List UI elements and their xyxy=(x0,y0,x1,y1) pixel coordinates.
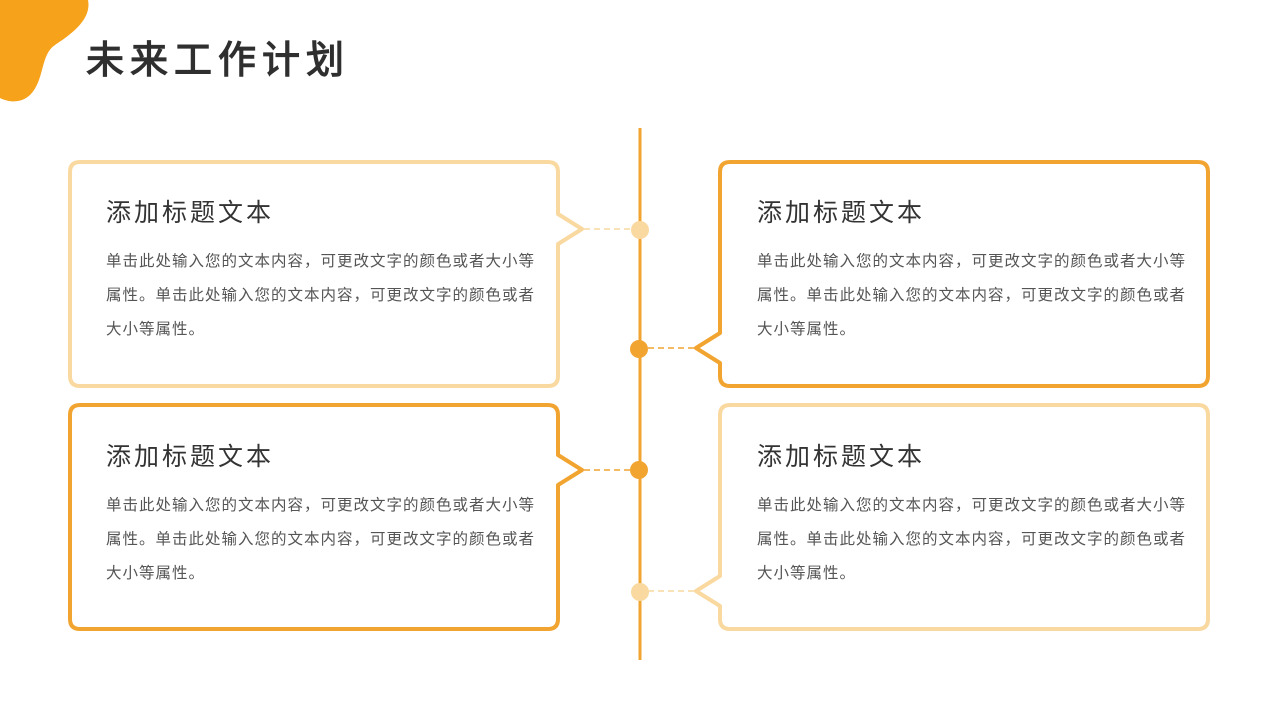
card-3-heading: 添加标题文本 xyxy=(106,442,275,471)
card-3-body: 单击此处输入您的文本内容，可更改文字的颜色或者大小等属性。单击此处输入您的文本内… xyxy=(106,496,536,582)
card-3: 添加标题文本 单击此处输入您的文本内容，可更改文字的颜色或者大小等属性。单击此处… xyxy=(106,440,546,590)
card-2-heading: 添加标题文本 xyxy=(757,198,926,227)
card-4-frame xyxy=(694,403,1210,631)
card-2-frame xyxy=(694,160,1210,388)
card-2: 添加标题文本 单击此处输入您的文本内容，可更改文字的颜色或者大小等属性。单击此处… xyxy=(757,196,1197,346)
card-4-body: 单击此处输入您的文本内容，可更改文字的颜色或者大小等属性。单击此处输入您的文本内… xyxy=(757,496,1187,582)
card-1-heading: 添加标题文本 xyxy=(106,198,275,227)
card-4: 添加标题文本 单击此处输入您的文本内容，可更改文字的颜色或者大小等属性。单击此处… xyxy=(757,440,1197,590)
card-3-timeline-dot xyxy=(630,461,648,479)
card-2-body: 单击此处输入您的文本内容，可更改文字的颜色或者大小等属性。单击此处输入您的文本内… xyxy=(757,252,1187,338)
corner-blob-decoration xyxy=(0,0,89,102)
card-3-frame xyxy=(68,403,584,631)
card-1: 添加标题文本 单击此处输入您的文本内容，可更改文字的颜色或者大小等属性。单击此处… xyxy=(106,196,546,346)
card-4-timeline-dot xyxy=(631,583,649,601)
card-2-timeline-dot xyxy=(630,340,648,358)
card-1-frame xyxy=(68,160,584,388)
card-1-body: 单击此处输入您的文本内容，可更改文字的颜色或者大小等属性。单击此处输入您的文本内… xyxy=(106,252,536,338)
page-title: 未来工作计划 xyxy=(86,38,351,82)
card-1-timeline-dot xyxy=(631,221,649,239)
card-4-heading: 添加标题文本 xyxy=(757,442,926,471)
